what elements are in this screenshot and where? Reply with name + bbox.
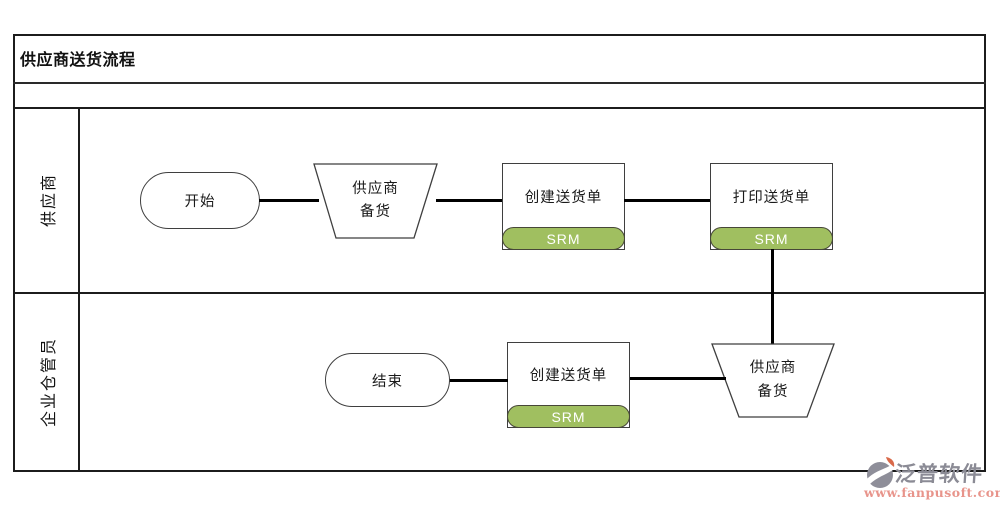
supplier-prep-label-line1: 供应商: [352, 180, 399, 197]
header-strip: [13, 84, 986, 109]
title-row: 供应商送货流程: [13, 34, 986, 84]
create-delivery-note-2-label: 创建送货单: [529, 368, 608, 384]
supplier-prep-2-label: 供应商 备货: [711, 343, 835, 418]
connector-prep2-to-create2: [629, 377, 726, 380]
create-delivery-note-node-supplier: 创建送货单 SRM: [501, 163, 626, 251]
start-node-label: 开始: [184, 194, 216, 210]
connector-start-to-prep: [259, 199, 319, 202]
print-delivery-note-node: 打印送货单 SRM: [709, 163, 834, 251]
connector-print-to-prep2: [771, 249, 774, 344]
create-delivery-note-node-warehouse: 创建送货单 SRM: [506, 342, 631, 429]
supplier-prep-2-label-line1: 供应商: [749, 360, 797, 377]
lane-divider: [13, 292, 986, 294]
connector-create-to-print: [624, 199, 711, 202]
lane-label-column-divider: [78, 109, 80, 472]
end-node-label: 结束: [372, 373, 403, 390]
create-delivery-note-label: 创建送货单: [524, 189, 603, 206]
fanpu-logo-text: 泛普软件: [894, 461, 984, 486]
diagram-border: [13, 34, 986, 472]
connector-prep-to-create: [436, 199, 503, 202]
srm-badge: SRM: [506, 405, 631, 429]
end-node: 结束: [325, 353, 450, 407]
srm-badge: SRM: [709, 227, 834, 251]
start-node: 开始: [140, 172, 260, 229]
print-delivery-note-label: 打印送货单: [732, 189, 811, 206]
supplier-prep-node-2: 供应商 备货: [711, 343, 835, 418]
trapezoid-shape: [313, 163, 438, 239]
fanpu-logo-icon: [866, 457, 896, 488]
supplier-prep-label: 供应商 备货: [313, 163, 438, 239]
fanpu-logo-url: www.fanpusoft.com: [864, 485, 1000, 500]
supplier-prep-node: 供应商 备货: [313, 163, 438, 239]
supplier-prep-label-line2: 备货: [360, 204, 391, 220]
diagram-title: 供应商送货流程: [20, 52, 136, 69]
connector-create2-to-end: [449, 379, 508, 382]
fanpu-logo: 泛普软件 www.fanpusoft.com: [860, 452, 1000, 506]
srm-badge: SRM: [501, 227, 626, 251]
trapezoid-shape: [711, 343, 835, 418]
supplier-prep-2-label-line2: 备货: [757, 383, 789, 400]
swimlane-label-supplier: 供应商: [41, 173, 58, 228]
swimlane-label-warehouse-manager: 企业仓管员: [41, 337, 58, 428]
